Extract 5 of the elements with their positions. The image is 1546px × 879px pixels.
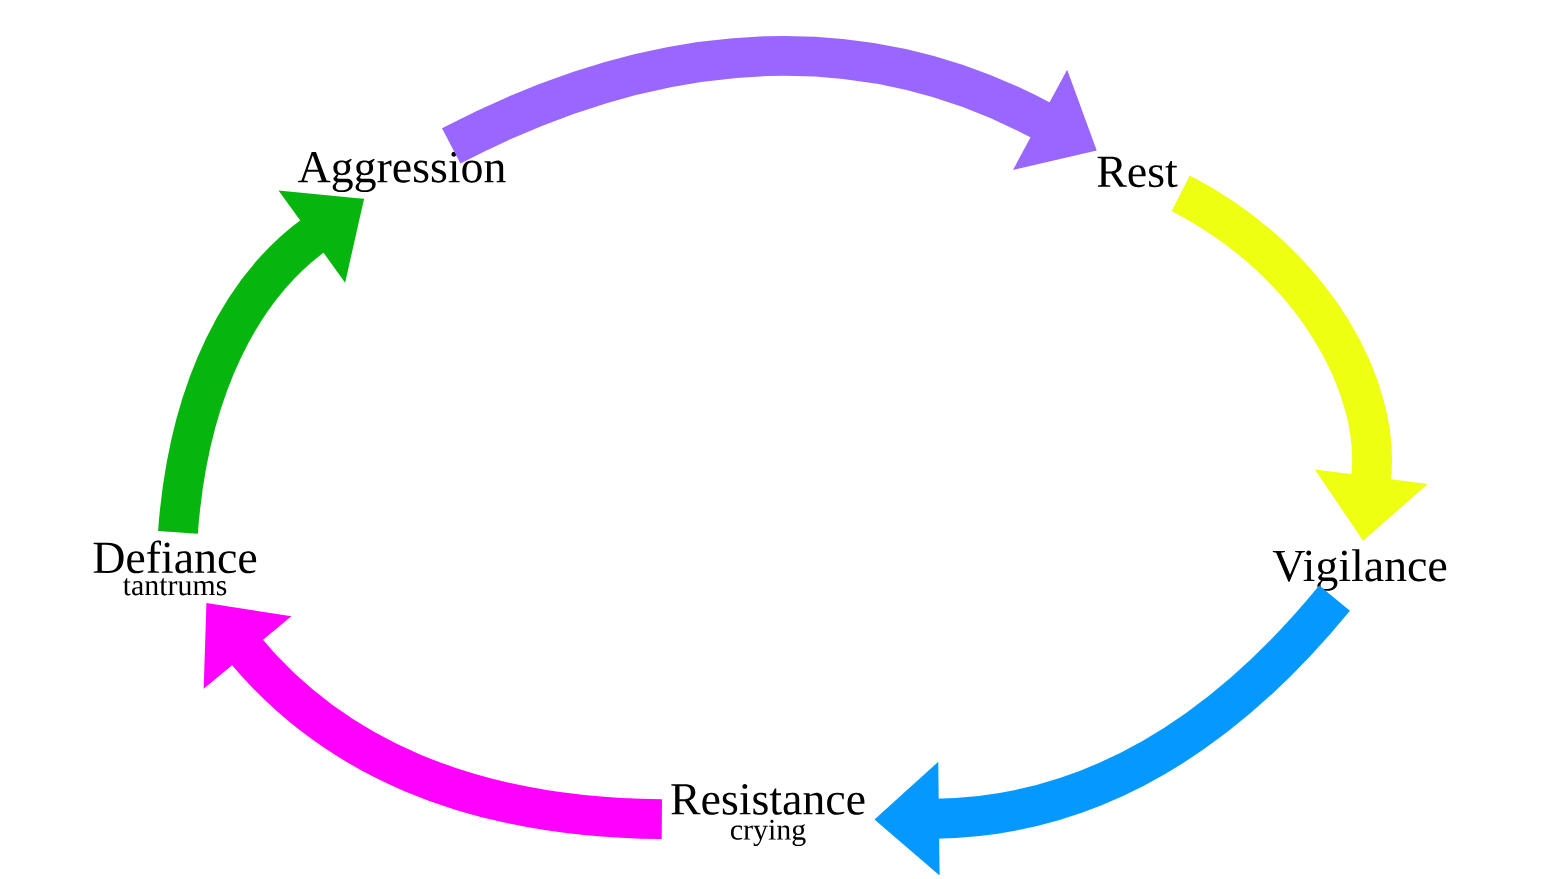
stage-label: Rest (1097, 156, 1178, 188)
stage-label: Aggression (298, 151, 506, 193)
stage-label: Vigilance (1272, 549, 1447, 591)
stage-label: Resistance crying (671, 784, 865, 846)
stage-label: Defiance tantrums (93, 540, 257, 596)
